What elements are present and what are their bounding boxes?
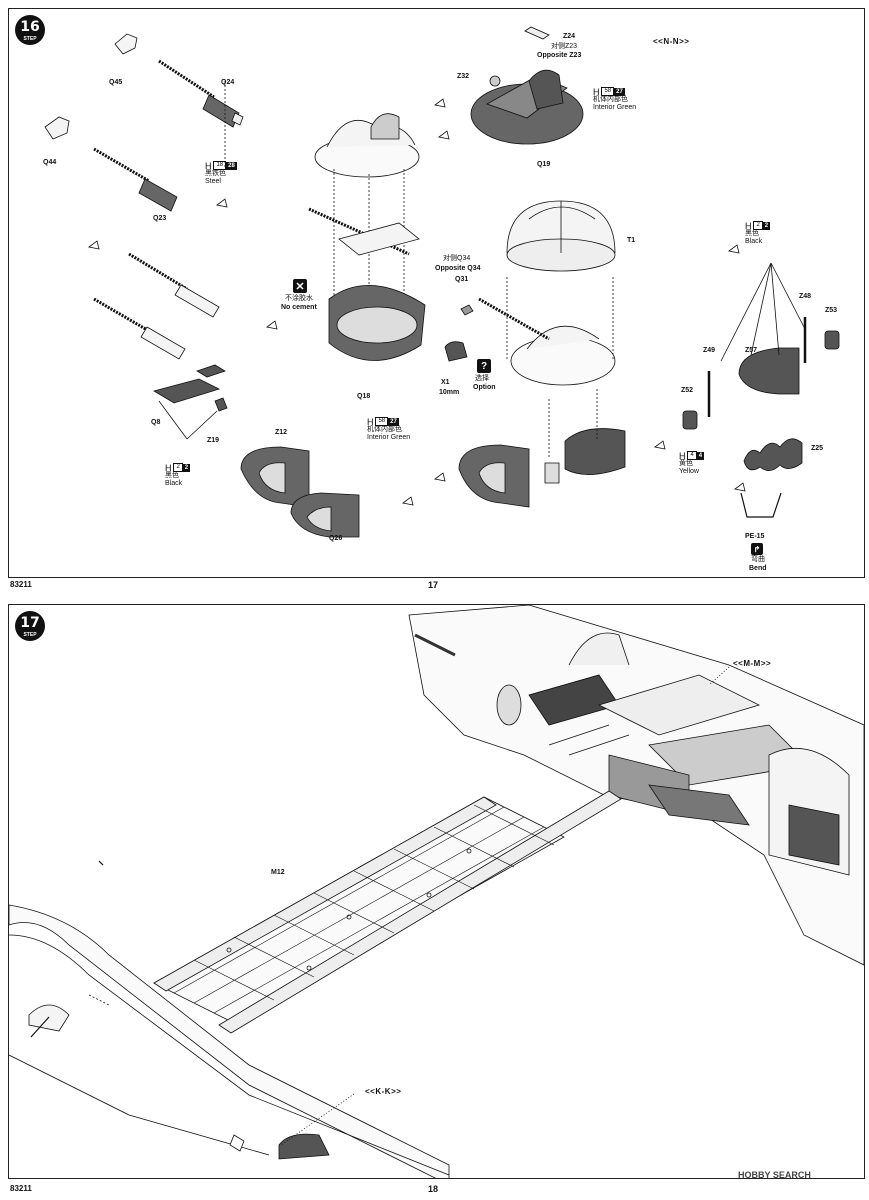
instruction-page-17: 16 STEP <<N-N>> Q45 Q24 Q44 Q23 Z24 对侧Z2… (8, 8, 865, 578)
part-label-z19: Z19 (207, 437, 220, 444)
part-label-q44: Q44 (43, 159, 57, 166)
page-number-17: 17 (428, 580, 439, 590)
step-badge: 16 STEP (15, 15, 45, 45)
step16-drawing (44, 26, 840, 538)
note-bend: Bend (749, 565, 767, 572)
part-label-x1-length: 10mm (439, 389, 460, 396)
part-label-opposite-q34: Opposite Q34 (435, 265, 481, 272)
section-label-kk: <<K-K>> (365, 1087, 402, 1096)
step-number: 16 (20, 19, 40, 35)
part-label-q24: Q24 (221, 79, 235, 86)
part-label-pe15: PE-15 (745, 533, 765, 540)
part-label-q31: Q31 (455, 276, 469, 283)
note-no-cement-cn: 不涂胶水 (285, 295, 313, 302)
step-word: STEP (23, 632, 37, 638)
part-label-z49: Z49 (703, 347, 716, 354)
note-option-cn: 选择 (475, 375, 489, 382)
part-label-z48: Z48 (799, 293, 812, 300)
part-label-q18: Q18 (357, 393, 371, 400)
part-label-z32: Z32 (457, 73, 470, 80)
step17-drawing (9, 605, 864, 1178)
instruction-page-18: 17 STEP <<M-M>> M12 <<K-K>> (8, 604, 865, 1179)
section-label-mm: <<M-M>> (733, 659, 772, 668)
part-label-z53: Z53 (825, 307, 838, 314)
section-label-nn: <<N-N>> (653, 37, 690, 46)
hobby-search-watermark: HOBBY SEARCH (738, 1170, 811, 1180)
part-label-q19: Q19 (537, 161, 551, 168)
part-label-opposite-q34-cn: 对侧Q34 (443, 255, 471, 262)
note-no-cement: No cement (281, 304, 317, 311)
part-label-opposite-z23: Opposite Z23 (537, 52, 582, 59)
part-label-q8: Q8 (151, 419, 161, 426)
step-badge: 17 STEP (15, 611, 45, 641)
part-label-x1: X1 (441, 379, 450, 386)
page-number-18: 18 (428, 1184, 439, 1194)
part-label-z25: Z25 (811, 445, 824, 452)
part-label-z57: Z57 (745, 347, 758, 354)
step-word: STEP (23, 36, 37, 42)
cross-box-icon: ✕ (293, 279, 307, 293)
product-code-page18: 83211 (10, 1184, 32, 1193)
part-label-z12: Z12 (275, 429, 288, 436)
note-bend-cn: 弯曲 (751, 556, 765, 563)
bend-icon: ↱ (751, 543, 763, 555)
step-number: 17 (20, 615, 40, 631)
part-label-z52: Z52 (681, 387, 694, 394)
part-label-q26: Q26 (329, 535, 343, 542)
part-label-t1: T1 (627, 237, 636, 244)
product-code-page17: 83211 (10, 580, 32, 589)
part-label-q23: Q23 (153, 215, 167, 222)
question-box-icon: ? (477, 359, 491, 373)
part-label-opposite-z23-cn: 对侧Z23 (551, 43, 578, 50)
part-label-z24: Z24 (563, 33, 576, 40)
note-option: Option (473, 384, 496, 391)
part-label-q45: Q45 (109, 79, 123, 86)
part-label-m12: M12 (271, 869, 285, 876)
